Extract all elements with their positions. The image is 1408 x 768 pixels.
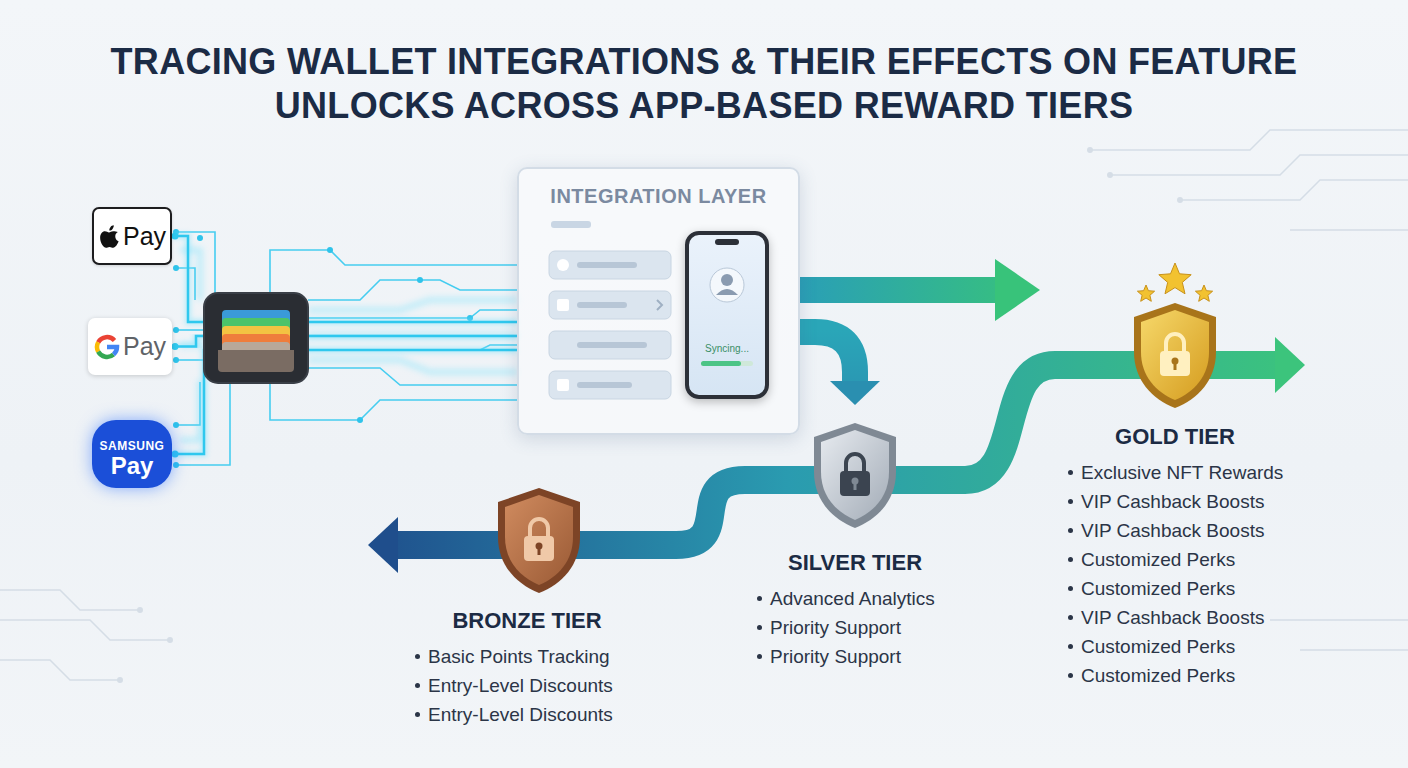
arrow-head — [830, 381, 880, 405]
tier-node: SILVER TIER Advanced AnalyticsPriority Su… — [745, 405, 965, 671]
integration-panel: INTEGRATION LAYER Syncing... — [517, 167, 800, 435]
tier-node: BRONZE TIER Basic Points TrackingEntry-Le… — [368, 480, 686, 729]
feature-item: VIP Cashback Boosts — [1068, 603, 1305, 632]
bullet-dot — [757, 625, 762, 630]
apple-logo — [98, 223, 120, 249]
feature-item: Entry-Level Discounts — [415, 671, 686, 700]
feature-text: VIP Cashback Boosts — [1081, 491, 1264, 513]
tier-shield — [1120, 262, 1230, 416]
tier-shield — [800, 420, 910, 536]
feature-text: Customized Perks — [1081, 636, 1235, 658]
wire-glow — [172, 350, 517, 454]
circuit-pattern — [0, 130, 1408, 680]
bullet-dot — [1068, 615, 1073, 620]
connector — [172, 350, 518, 458]
bullet-dot — [1068, 557, 1073, 562]
bullet-dot — [415, 712, 420, 717]
feature-item: Exclusive NFT Rewards — [1068, 458, 1305, 487]
wallet-icon — [204, 293, 308, 383]
bullet-dot — [1068, 528, 1073, 533]
feature-item: VIP Cashback Boosts — [1068, 516, 1305, 545]
tier-shield — [484, 485, 594, 601]
google-g-logo — [94, 334, 120, 360]
tier-heading: GOLD TIER — [1045, 424, 1305, 450]
feature-item: Priority Support — [757, 642, 965, 671]
phone-screen-ui — [689, 235, 765, 395]
status-text: Syncing... — [689, 343, 765, 354]
wire-terminal — [172, 343, 179, 350]
wallet-logo-box: Pay — [92, 207, 172, 265]
wire-line — [172, 350, 517, 454]
feature-text: Customized Perks — [1081, 549, 1235, 571]
panel-title: INTEGRATION LAYER — [519, 185, 798, 208]
wire-terminal — [172, 233, 179, 240]
bullet-dot — [415, 683, 420, 688]
diagram-title: TRACING WALLET INTEGRATIONS & THEIR EFFE… — [94, 40, 1314, 128]
feature-text: Exclusive NFT Rewards — [1081, 462, 1283, 484]
feature-text: Priority Support — [770, 617, 901, 639]
feature-text: Entry-Level Discounts — [428, 675, 613, 697]
ui-rows — [533, 221, 683, 431]
feature-text: Customized Perks — [1081, 578, 1235, 600]
bullet-dot — [1068, 586, 1073, 591]
bullet-dot — [1068, 644, 1073, 649]
bullet-dot — [1068, 673, 1073, 678]
feature-item: Entry-Level Discounts — [415, 700, 686, 729]
feature-text: Advanced Analytics — [770, 588, 935, 610]
tier-heading: SILVER TIER — [745, 550, 965, 576]
feature-text: VIP Cashback Boosts — [1081, 520, 1264, 542]
connector — [800, 332, 880, 405]
feature-item: Customized Perks — [1068, 661, 1305, 690]
feature-text: Entry-Level Discounts — [428, 704, 613, 726]
feature-text: Priority Support — [770, 646, 901, 668]
logo-text: SAMSUNG Pay — [96, 430, 168, 478]
feature-item: Customized Perks — [1068, 574, 1305, 603]
feature-item: Advanced Analytics — [757, 584, 965, 613]
feature-text: VIP Cashback Boosts — [1081, 607, 1264, 629]
feature-item: VIP Cashback Boosts — [1068, 487, 1305, 516]
wallet-logo-box: Pay — [88, 318, 172, 375]
logo-icon — [98, 223, 120, 249]
tier-node: GOLD TIER Exclusive NFT RewardsVIP Cashba… — [1045, 262, 1305, 690]
shield-icon — [484, 485, 594, 597]
arrow-head — [1275, 337, 1305, 393]
output-arrow — [800, 259, 1040, 321]
logo-text: Pay — [123, 332, 166, 361]
bullet-dot — [757, 654, 762, 659]
arrow-head — [368, 517, 398, 573]
bullet-dot — [1068, 499, 1073, 504]
logo-icon — [94, 334, 120, 360]
wallet-logo-box: SAMSUNG Pay — [92, 420, 172, 488]
feature-item: Basic Points Tracking — [415, 642, 686, 671]
feature-item: Customized Perks — [1068, 632, 1305, 661]
flow-arrow-body — [800, 332, 855, 383]
tier-heading: BRONZE TIER — [368, 608, 686, 634]
feature-text: Customized Perks — [1081, 665, 1235, 687]
wire-terminal — [172, 451, 179, 458]
bullet-dot — [1068, 470, 1073, 475]
phone-node: Syncing... — [685, 231, 769, 399]
shield-icon — [1120, 262, 1230, 412]
bullet-dot — [415, 654, 420, 659]
feature-item: Customized Perks — [1068, 545, 1305, 574]
bullet-dot — [757, 596, 762, 601]
feature-text: Basic Points Tracking — [428, 646, 610, 668]
shield-icon — [800, 420, 910, 532]
logo-text: Pay — [123, 222, 166, 251]
feature-item: Priority Support — [757, 613, 965, 642]
